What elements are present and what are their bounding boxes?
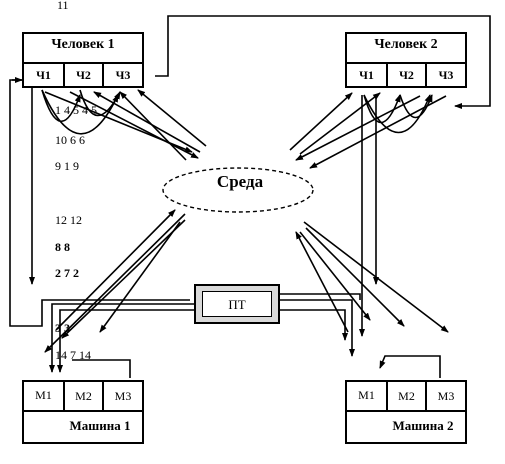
human1-title: Человек 1	[51, 37, 115, 52]
terminal-block: ПТ	[194, 284, 280, 324]
human1-cells: Ч1 Ч2 Ч3	[24, 62, 142, 88]
machine2-title: Машина 2	[392, 418, 454, 433]
flow-number: 8 8	[55, 240, 70, 254]
h2-feedback-line	[155, 15, 491, 109]
flow-number: 3 3	[55, 321, 70, 335]
human2-cell-2: Ч2	[386, 64, 425, 86]
machine2-block: М1 М2 М3 Машина 2	[345, 380, 467, 444]
human2-cell-1: Ч1	[359, 68, 374, 82]
human2-title: Человек 2	[374, 37, 438, 52]
flow-number: 1 4 5 4 5	[55, 103, 97, 117]
machine1-cells: М1 М2 М3	[24, 382, 142, 412]
flow-number: 10 6 6	[55, 133, 85, 147]
machine1-block: М1 М2 М3 Машина 1	[22, 380, 144, 444]
machine1-cell-1: М1	[35, 388, 52, 402]
terminal-label: ПТ	[202, 291, 272, 317]
human1-cell-1: Ч1	[36, 68, 51, 82]
machine1-cell-3: М3	[102, 382, 142, 410]
human2-cells: Ч1 Ч2 Ч3	[347, 62, 465, 88]
human2-block: Человек 2 Ч1 Ч2 Ч3	[345, 32, 467, 88]
human1-cell-2: Ч2	[63, 64, 102, 86]
left-loop-line	[9, 79, 190, 327]
flow-number: 9 1 9	[55, 159, 79, 173]
environment-ellipse	[162, 167, 314, 213]
flow-number: 2 7 2	[55, 266, 79, 280]
human1-block: Человек 1 Ч1 Ч2 Ч3	[22, 32, 144, 88]
machine2-cells: М1 М2 М3	[347, 382, 465, 412]
machine1-cell-2: М2	[63, 382, 102, 410]
machine2-cell-3: М3	[425, 382, 465, 410]
flow-number: 12 12	[55, 213, 82, 227]
machine2-cell-2: М2	[386, 382, 425, 410]
pt-to-m2	[280, 299, 355, 357]
machine1-title: Машина 1	[69, 418, 131, 433]
flow-number: 14 7 14	[55, 348, 91, 362]
top-number: 11	[57, 0, 69, 12]
environment-label: Среда	[216, 172, 264, 191]
human1-cell-3: Ч3	[102, 64, 142, 86]
machine2-cell-1: М1	[358, 388, 375, 402]
human2-cell-3: Ч3	[425, 64, 465, 86]
